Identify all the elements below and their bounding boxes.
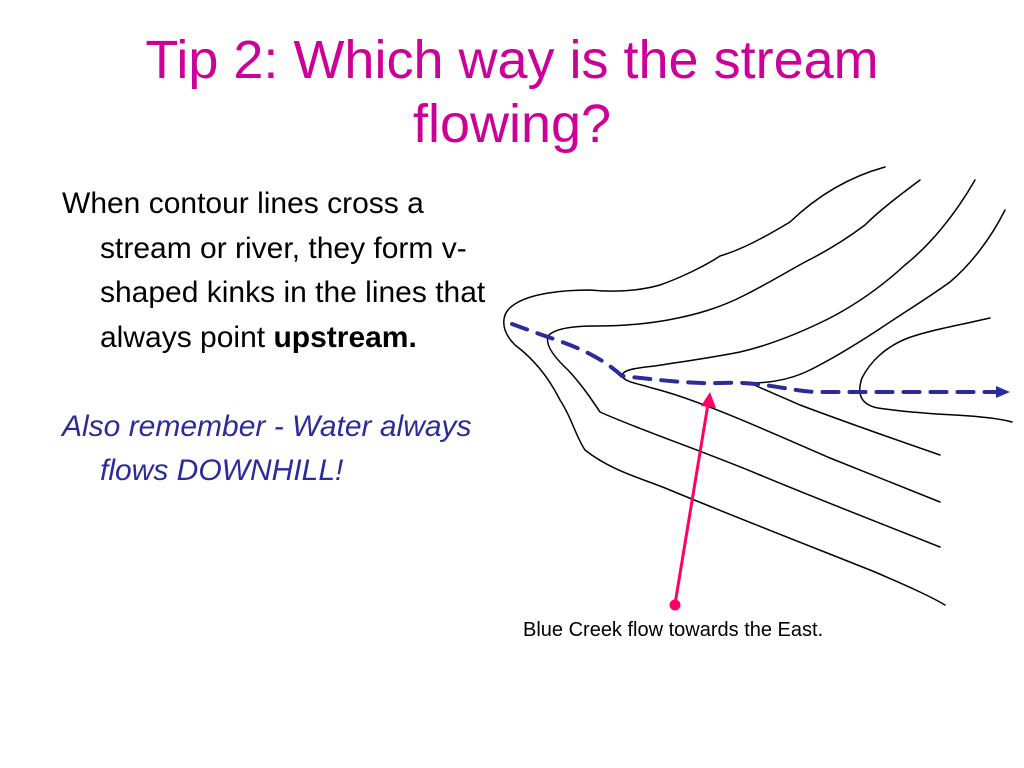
- body-text: When contour lines cross a stream or riv…: [62, 182, 502, 494]
- contour-explanation-text: When contour lines cross a stream or riv…: [62, 187, 486, 354]
- dot-icon: [669, 599, 681, 611]
- contour-line: [546, 179, 941, 548]
- page-title: Tip 2: Which way is the stream flowing?: [145, 30, 879, 154]
- contour-line: [621, 179, 976, 503]
- contour-line: [858, 317, 1013, 423]
- contour-lines: [503, 166, 1013, 606]
- contour-line: [749, 209, 1006, 456]
- arrow-right-icon: [996, 386, 1010, 398]
- upstream-emphasis: upstream.: [273, 320, 417, 354]
- pointer-arrow-shaft: [673, 403, 710, 605]
- contour-line: [503, 166, 946, 606]
- stream-line: [510, 322, 997, 394]
- downhill-reminder: Also remember - Water always flows DOWNH…: [62, 409, 472, 488]
- contour-explanation: When contour lines cross a stream or riv…: [62, 182, 502, 360]
- diagram-caption: Blue Creek flow towards the East.: [523, 619, 824, 641]
- arrow-up-icon: [701, 392, 716, 408]
